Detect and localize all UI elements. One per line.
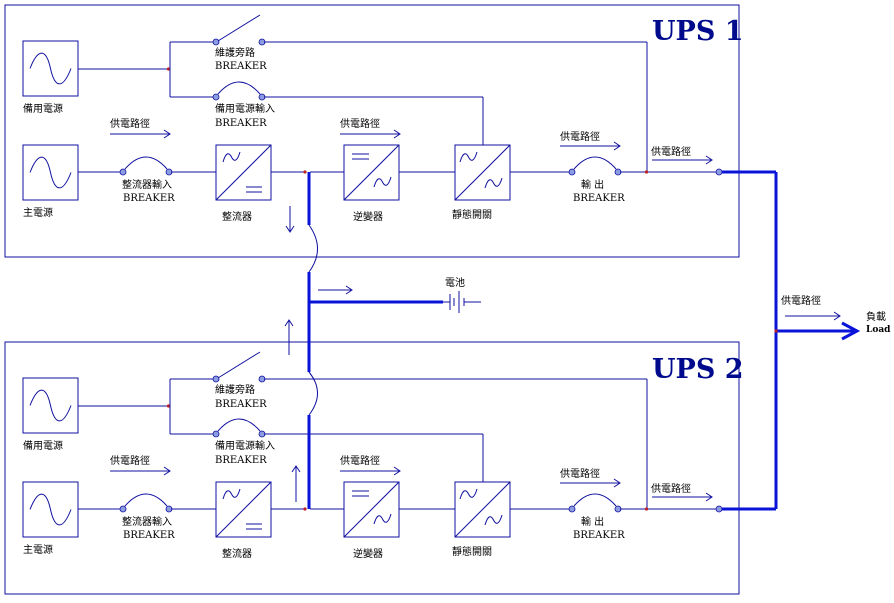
path-label: 供電路徑 <box>560 467 600 480</box>
inverter-label: 逆變器 <box>353 210 383 223</box>
dc-bus <box>284 172 481 509</box>
rectifier-label: 整流器 <box>222 210 252 223</box>
path-label: 供電路徑 <box>340 454 380 467</box>
standby-source-label: 備用電源 <box>23 439 63 452</box>
path-label: 供電路徑 <box>651 482 691 495</box>
output-label: 輸 出 <box>581 515 604 528</box>
standby-source-label: 備用電源 <box>23 102 63 115</box>
maintenance-breaker-label: BREAKER <box>215 61 267 72</box>
load-label: 負載 <box>866 311 886 323</box>
ups-2-title: UPS 2 <box>652 354 744 385</box>
load-label-en: Load <box>866 325 891 335</box>
main-source-label: 主電源 <box>23 543 53 556</box>
static-switch-label: 靜態開關 <box>452 545 492 558</box>
junction-dot <box>774 329 778 333</box>
flow-arrow <box>318 285 353 295</box>
path-label: 供電路徑 <box>340 117 380 130</box>
inverter-label: 逆變器 <box>353 547 383 560</box>
output-breaker-label: BREAKER <box>573 193 625 204</box>
maintenance-breaker-label: BREAKER <box>215 399 267 410</box>
maintenance-bypass-label: 維護旁路 <box>215 383 255 396</box>
standby-breaker-label: BREAKER <box>215 118 267 129</box>
rectifier-breaker-label: BREAKER <box>123 530 175 541</box>
output-label: 輸 出 <box>581 178 604 191</box>
output-breaker-label: BREAKER <box>573 530 625 541</box>
rectifier-input-label: 整流器輸入 <box>122 178 172 191</box>
battery-icon <box>449 291 481 313</box>
load-arrow <box>841 321 861 341</box>
flow-arrow <box>284 319 294 355</box>
maintenance-bypass-label: 維護旁路 <box>215 46 255 59</box>
dc-breaker-arc-1 <box>308 224 318 273</box>
dc-breaker-arc-2 <box>308 371 318 416</box>
main-source-label: 主電源 <box>23 206 53 219</box>
ups-1-title: UPS 1 <box>652 16 744 47</box>
path-label: 供電路徑 <box>110 454 150 467</box>
static-switch-label: 靜態開關 <box>452 208 492 221</box>
flow-arrow <box>291 465 301 502</box>
path-label: 供電路徑 <box>651 145 691 158</box>
rectifier-breaker-label: BREAKER <box>123 193 175 204</box>
battery-label: 電池 <box>445 276 465 289</box>
load-path-label: 供電路徑 <box>781 294 821 307</box>
standby-input-label: 備用電源輸入 <box>215 439 275 452</box>
path-label: 供電路徑 <box>560 130 600 143</box>
flow-arrow <box>285 206 295 233</box>
standby-input-label: 備用電源輸入 <box>215 102 275 115</box>
path-label: 供電路徑 <box>110 117 150 130</box>
rectifier-input-label: 整流器輸入 <box>122 515 172 528</box>
output-bus <box>774 172 861 509</box>
flow-arrow <box>785 311 841 321</box>
standby-breaker-label: BREAKER <box>215 455 267 466</box>
rectifier-label: 整流器 <box>222 547 252 560</box>
